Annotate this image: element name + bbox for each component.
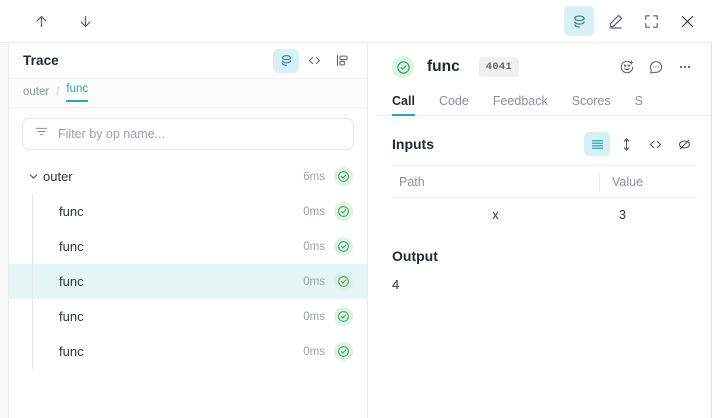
tree-row-duration: 0ms [303, 275, 325, 288]
hide-icon[interactable] [671, 132, 697, 156]
filter-section [9, 108, 367, 159]
flame-chart-icon[interactable] [329, 49, 355, 73]
inputs-table: Path Value x 3 [392, 165, 697, 232]
layers-icon[interactable] [564, 6, 594, 36]
inputs-title: Inputs [392, 136, 434, 152]
tree-row-func-selected[interactable]: func 0ms [9, 264, 367, 299]
inputs-table-header: Path Value [392, 165, 697, 198]
tree-row-func[interactable]: func 0ms [9, 194, 367, 229]
column-header-path: Path [399, 174, 425, 189]
tree-row-duration: 0ms [303, 310, 325, 323]
tree-row-label: outer [43, 169, 73, 184]
table-row[interactable]: x 3 [392, 198, 697, 232]
trace-tree: outer 6ms func 0ms [9, 159, 367, 418]
tree-row-label: func [59, 204, 84, 219]
search-input[interactable] [58, 127, 342, 141]
tree-row-func[interactable]: func 0ms [9, 334, 367, 369]
tree-row-duration: 0ms [303, 205, 325, 218]
status-success-icon [334, 342, 353, 361]
expand-icon[interactable] [636, 6, 666, 36]
close-icon[interactable] [672, 6, 702, 36]
input-path-cell: x [492, 208, 499, 222]
inputs-view-switcher [584, 132, 697, 156]
expand-vertical-icon[interactable] [613, 132, 639, 156]
call-detail-header: func 4041 [378, 43, 711, 79]
tree-guide-line [32, 194, 33, 229]
breadcrumb-item-func[interactable]: func [66, 84, 89, 102]
tree-row-label: func [59, 344, 84, 359]
output-section: Output 4 [378, 232, 711, 292]
tree-row-duration: 0ms [303, 345, 325, 358]
tree-row-func[interactable]: func 0ms [9, 299, 367, 334]
chevron-down-icon[interactable] [23, 170, 43, 183]
status-success-icon [392, 56, 414, 78]
tab-call[interactable]: Call [392, 94, 428, 116]
filter-box[interactable] [22, 118, 354, 150]
status-success-icon [334, 307, 353, 326]
status-success-icon [334, 272, 353, 291]
tab-summary[interactable]: S [634, 93, 643, 108]
tree-guide-line [32, 299, 33, 334]
page-right-edge [712, 0, 720, 418]
status-success-icon [334, 202, 353, 221]
arrow-down-icon[interactable] [70, 6, 100, 36]
tree-row-func[interactable]: func 0ms [9, 229, 367, 264]
layers-icon[interactable] [273, 48, 299, 73]
top-toolbar-actions [564, 6, 720, 36]
call-detail-actions [615, 55, 697, 79]
tab-feedback[interactable]: Feedback [492, 93, 548, 108]
trace-view-switcher [273, 48, 355, 73]
detail-tabs: Call Code Feedback Scores S [378, 79, 711, 116]
call-id-badge[interactable]: 4041 [478, 57, 520, 77]
tree-row-label: func [59, 274, 84, 289]
inputs-section-header: Inputs [378, 116, 711, 165]
left-rail [0, 43, 9, 418]
call-detail-panel: func 4041 [378, 43, 712, 418]
tree-row-label: func [59, 309, 84, 324]
list-view-icon[interactable] [584, 132, 610, 156]
filter-icon [34, 124, 49, 144]
comment-icon[interactable] [644, 55, 668, 79]
tree-row-duration: 0ms [303, 240, 325, 253]
trace-panel-header: Trace [9, 43, 367, 79]
tree-row-outer[interactable]: outer 6ms [9, 159, 367, 194]
more-options-icon[interactable] [673, 55, 697, 79]
tree-row-duration: 6ms [303, 170, 325, 183]
breadcrumb-item-outer[interactable]: outer [23, 86, 50, 99]
output-value: 4 [392, 277, 400, 292]
trace-panel-title: Trace [23, 53, 59, 68]
input-value-cell: 3 [619, 208, 626, 222]
code-icon[interactable] [301, 49, 327, 73]
tab-scores[interactable]: Scores [571, 93, 611, 108]
pen-icon[interactable] [600, 6, 630, 36]
tab-code[interactable]: Code [438, 93, 469, 108]
breadcrumb: outer / func [9, 79, 367, 108]
output-title: Output [392, 248, 438, 264]
add-reaction-icon[interactable] [615, 55, 639, 79]
status-success-icon [334, 167, 353, 186]
status-success-icon [334, 237, 353, 256]
trace-panel: Trace [9, 43, 368, 418]
tree-row-label: func [59, 239, 84, 254]
arrow-up-icon[interactable] [26, 6, 56, 36]
top-toolbar-nav [0, 6, 100, 36]
column-header-value: Value [599, 171, 697, 192]
code-icon[interactable] [642, 132, 668, 156]
top-toolbar [0, 0, 720, 43]
tree-guide-line [32, 264, 33, 299]
page-title: func [427, 58, 460, 75]
tree-guide-line [32, 334, 33, 369]
breadcrumb-separator: / [56, 86, 60, 99]
tree-guide-line [32, 229, 33, 264]
panel-divider [368, 43, 378, 418]
